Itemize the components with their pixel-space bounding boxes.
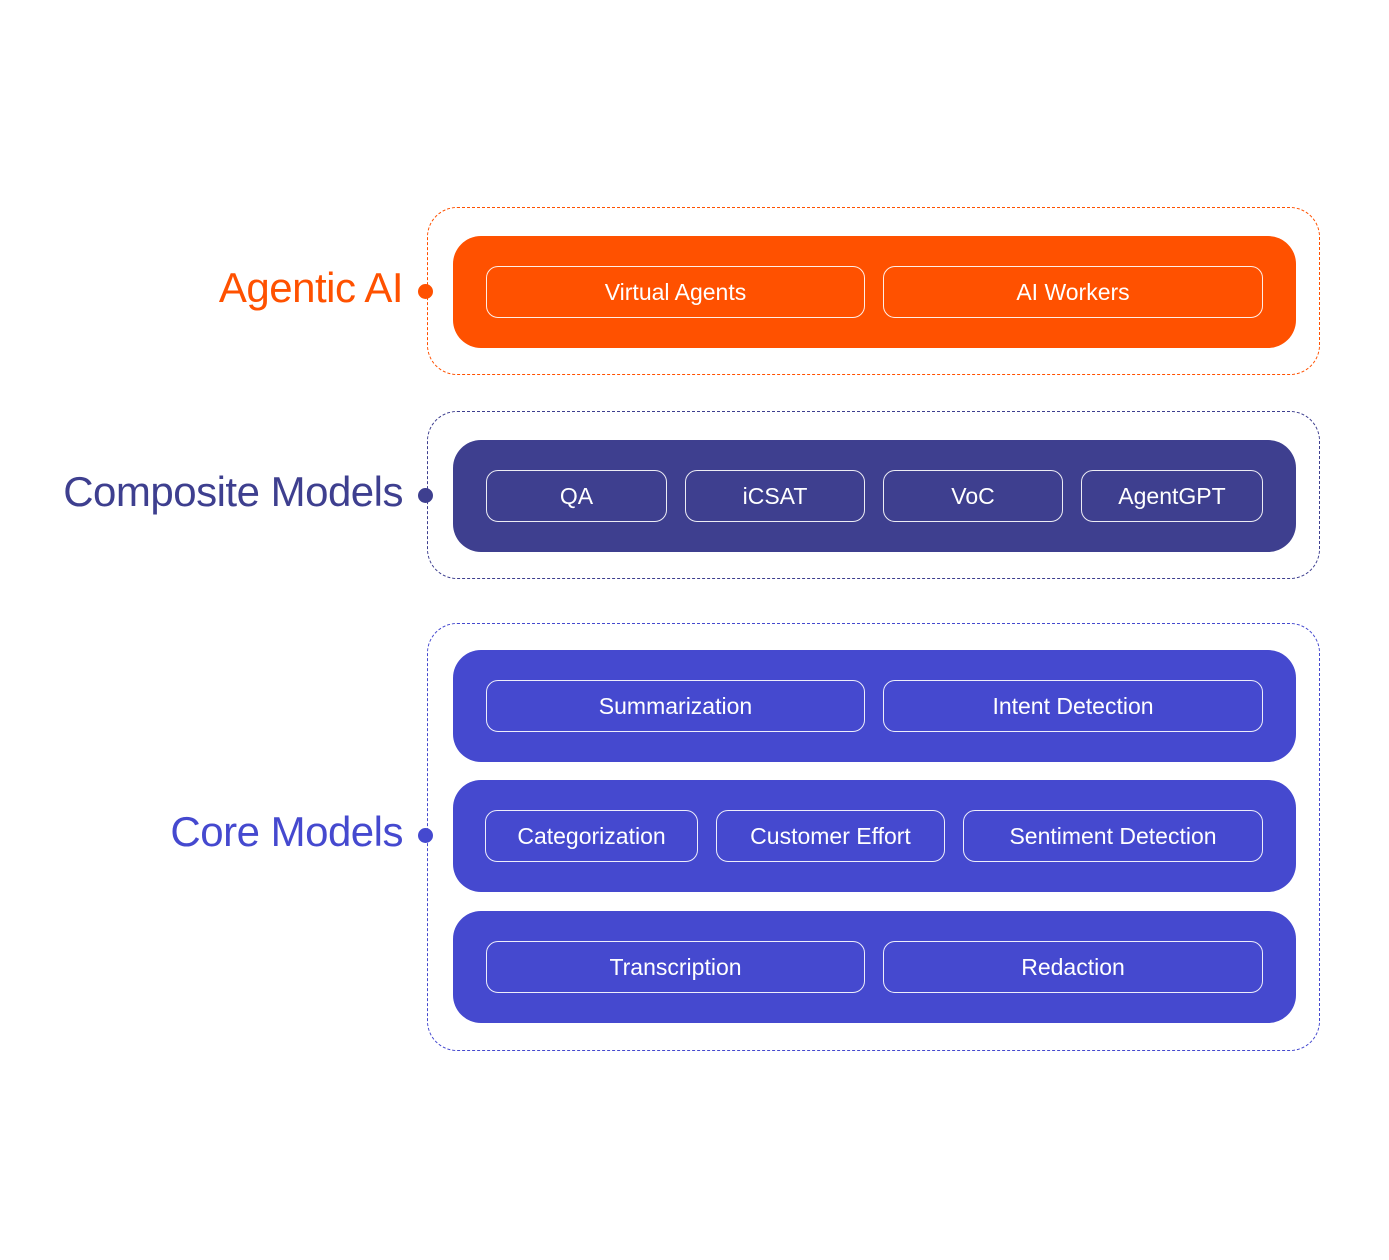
connector-dot-core-models	[418, 828, 433, 843]
pill-sentiment-detection: Sentiment Detection	[963, 810, 1263, 862]
pill-qa: QA	[486, 470, 667, 522]
panel-agentic-ai: Virtual Agents AI Workers	[453, 236, 1296, 348]
pill-agentgpt: AgentGPT	[1081, 470, 1263, 522]
pill-icsat: iCSAT	[685, 470, 865, 522]
connector-dot-composite-models	[418, 488, 433, 503]
panel-core-models-2: Categorization Customer Effort Sentiment…	[453, 780, 1296, 892]
tier-group-composite-models	[427, 411, 1320, 579]
tier-label-composite-models: Composite Models	[63, 468, 403, 515]
pill-transcription: Transcription	[486, 941, 865, 993]
pill-summarization: Summarization	[486, 680, 865, 732]
pill-redaction: Redaction	[883, 941, 1263, 993]
pill-intent-detection: Intent Detection	[883, 680, 1263, 732]
connector-dot-agentic-ai	[418, 284, 433, 299]
tier-label-core-models: Core Models	[170, 808, 403, 855]
panel-composite-models: QA iCSAT VoC AgentGPT	[453, 440, 1296, 552]
tier-group-core-models	[427, 623, 1320, 1051]
pill-customer-effort: Customer Effort	[716, 810, 945, 862]
tier-group-agentic-ai	[427, 207, 1320, 375]
tier-label-agentic-ai: Agentic AI	[218, 264, 404, 311]
pill-virtual-agents: Virtual Agents	[486, 266, 865, 318]
panel-core-models-3: Transcription Redaction	[453, 911, 1296, 1023]
pill-voc: VoC	[883, 470, 1063, 522]
pill-ai-workers: AI Workers	[883, 266, 1263, 318]
panel-core-models-1: Summarization Intent Detection	[453, 650, 1296, 762]
pill-categorization: Categorization	[485, 810, 698, 862]
